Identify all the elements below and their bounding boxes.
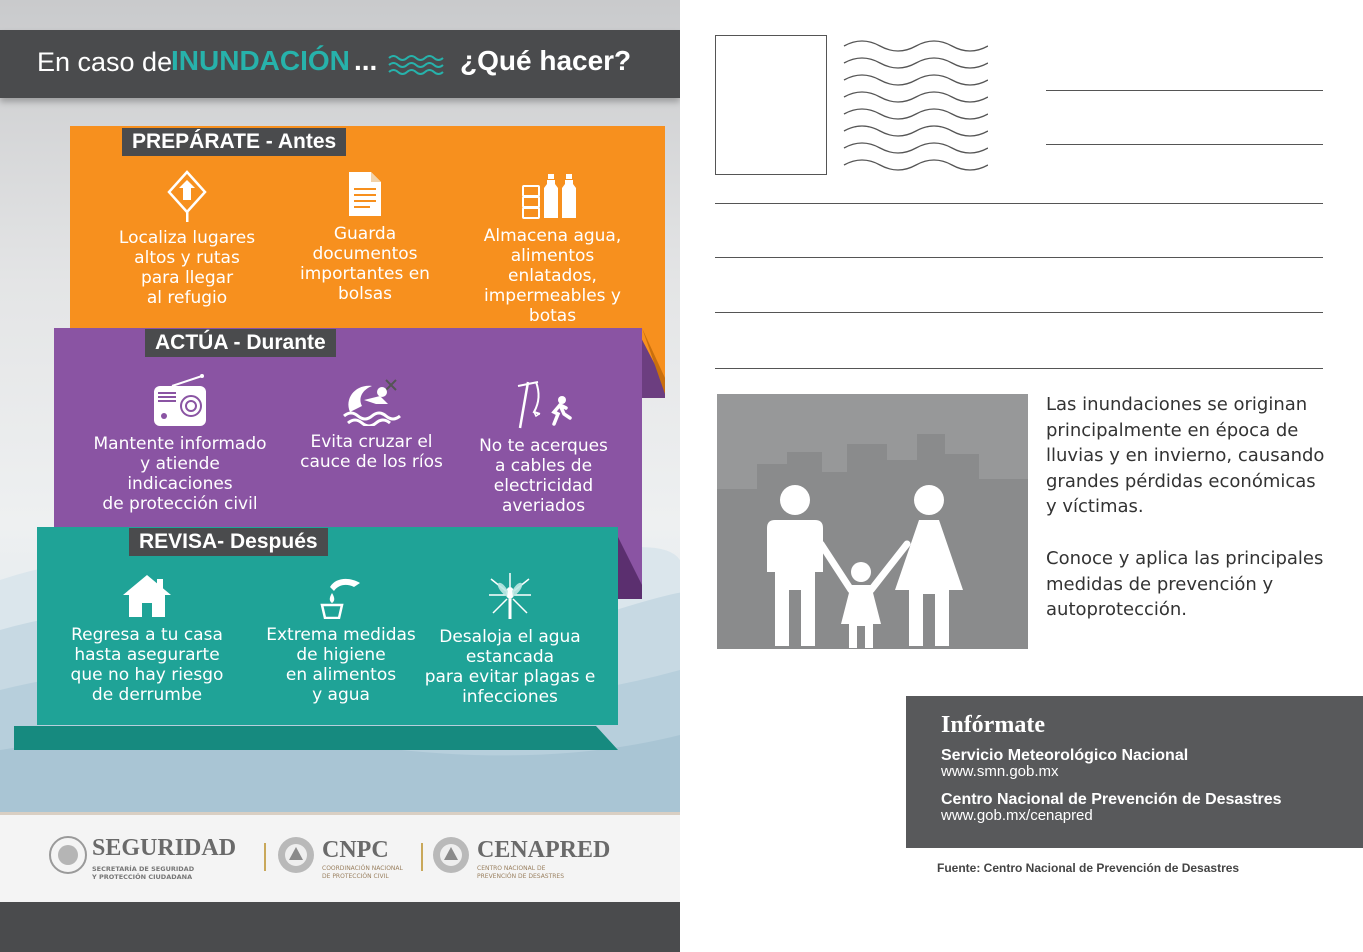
logo-seguridad-sub: SECRETARÍA DE SEGURIDAD Y PROTECCIÓN CIU… xyxy=(92,865,195,881)
info-heading: Infórmate xyxy=(941,712,1045,738)
item-power-lines: No te acerques a cables de electricidad … xyxy=(466,378,621,516)
address-line xyxy=(715,203,1323,204)
logo-divider xyxy=(421,843,423,871)
item-hygiene: Extrema medidas de higiene en alimentos … xyxy=(259,573,423,705)
section-before: PREPÁRATE - Antes Localiza lugares altos… xyxy=(70,126,665,396)
logo-cenapred: CENAPRED xyxy=(477,837,611,863)
bottom-bar xyxy=(0,902,680,952)
header-ellipsis: ... xyxy=(354,45,378,76)
cenapred-emblem-icon xyxy=(433,837,469,873)
section-before-title: PREPÁRATE - Antes xyxy=(122,128,347,156)
teal-band-base xyxy=(14,726,618,750)
item-return-home: Regresa a tu casa hasta asegurarte que n… xyxy=(57,573,237,705)
info-org-smn: Servicio Meteorológico Nacional xyxy=(941,747,1189,764)
document-icon xyxy=(349,172,381,216)
item-shelter-route: Localiza lugares altos y rutas para lleg… xyxy=(107,170,267,308)
source-note: Fuente: Centro Nacional de Prevención de… xyxy=(937,861,1240,875)
item-supplies: Almacena agua, alimentos enlatados, impe… xyxy=(470,170,635,326)
stamp-box xyxy=(715,35,827,175)
address-line xyxy=(715,257,1323,258)
header-prefix: En caso de xyxy=(37,47,173,77)
section-after: REVISA- Después Regresa a tu casa hasta … xyxy=(37,527,618,725)
swimmer-river-icon xyxy=(342,379,401,426)
item-documents: Guarda documentos importantes en bolsas xyxy=(290,170,440,304)
item-standing-water: Desaloja el agua estancada para evitar p… xyxy=(421,571,599,707)
supplies-icon xyxy=(521,174,576,219)
cnpc-emblem-icon xyxy=(278,837,314,873)
logo-cenapred-sub: CENTRO NACIONAL DE PREVENCIÓN DE DESASTR… xyxy=(477,865,565,880)
address-line xyxy=(1046,90,1323,91)
info-link-cenapred[interactable]: www.gob.mx/cenapred xyxy=(941,807,1093,824)
item-text: Regresa a tu casa hasta asegurarte que n… xyxy=(70,625,224,705)
section-during-title: ACTÚA - Durante xyxy=(145,329,336,357)
item-text: No te acerques a cables de electricidad … xyxy=(479,436,608,516)
item-text: Evita cruzar el cauce de los ríos xyxy=(300,432,443,472)
shelter-sign-icon xyxy=(167,170,207,222)
description-paragraph-2: Conoce y aplica las principales medidas … xyxy=(1046,548,1324,620)
fold-shadow-before xyxy=(636,328,665,398)
coat-of-arms-icon xyxy=(49,836,87,874)
item-text: Guarda documentos importantes en bolsas xyxy=(300,224,430,304)
logo-cnpc-sub: COORDINACIÓN NACIONAL DE PROTECCIÓN CIVI… xyxy=(322,865,403,880)
address-line xyxy=(715,368,1323,369)
mosquito-icon xyxy=(489,573,531,619)
item-text: Mantente informado y atiende indicacione… xyxy=(93,434,267,514)
logo-cnpc: CNPC xyxy=(322,837,389,863)
header-highlight: INUNDACIÓN xyxy=(171,45,350,76)
house-icon xyxy=(123,575,171,617)
item-stay-informed: Mantente informado y atiende indicacione… xyxy=(84,374,276,514)
logos-strip: SEGURIDAD SECRETARÍA DE SEGURIDAD Y PROT… xyxy=(0,812,680,905)
info-org-cenapred: Centro Nacional de Prevención de Desastr… xyxy=(941,791,1282,808)
item-avoid-river: Evita cruzar el cauce de los ríos xyxy=(294,376,449,472)
family-illustration xyxy=(717,394,1028,649)
postmark-waves-icon xyxy=(843,40,988,171)
radio-icon xyxy=(154,374,206,426)
address-line xyxy=(1046,144,1323,145)
logo-divider xyxy=(264,843,266,871)
header-question: ¿Qué hacer? xyxy=(460,45,632,76)
info-box: Infórmate Servicio Meteorológico Naciona… xyxy=(906,696,1363,848)
item-text: Almacena agua, alimentos enlatados, impe… xyxy=(483,226,622,326)
header-bar: En caso de INUNDACIÓN ... ¿Qué hacer? xyxy=(0,30,680,98)
power-line-icon xyxy=(517,381,572,429)
infographic-panel: En caso de INUNDACIÓN ... ¿Qué hacer? PR… xyxy=(0,0,680,952)
description-paragraph-1: Las inundaciones se originan principalme… xyxy=(1046,394,1325,517)
wave-icon xyxy=(388,55,444,75)
logo-seguridad: SEGURIDAD xyxy=(92,835,237,861)
info-link-smn[interactable]: www.smn.gob.mx xyxy=(941,763,1059,780)
item-text: Desaloja el agua estancada para evitar p… xyxy=(424,627,596,707)
water-drop-hygiene-icon xyxy=(320,578,360,619)
section-after-title: REVISA- Después xyxy=(129,528,328,556)
item-text: Localiza lugares altos y rutas para lleg… xyxy=(118,228,256,308)
address-line xyxy=(715,312,1323,313)
item-text: Extrema medidas de higiene en alimentos … xyxy=(266,625,416,705)
fold-shadow-during xyxy=(613,527,642,599)
